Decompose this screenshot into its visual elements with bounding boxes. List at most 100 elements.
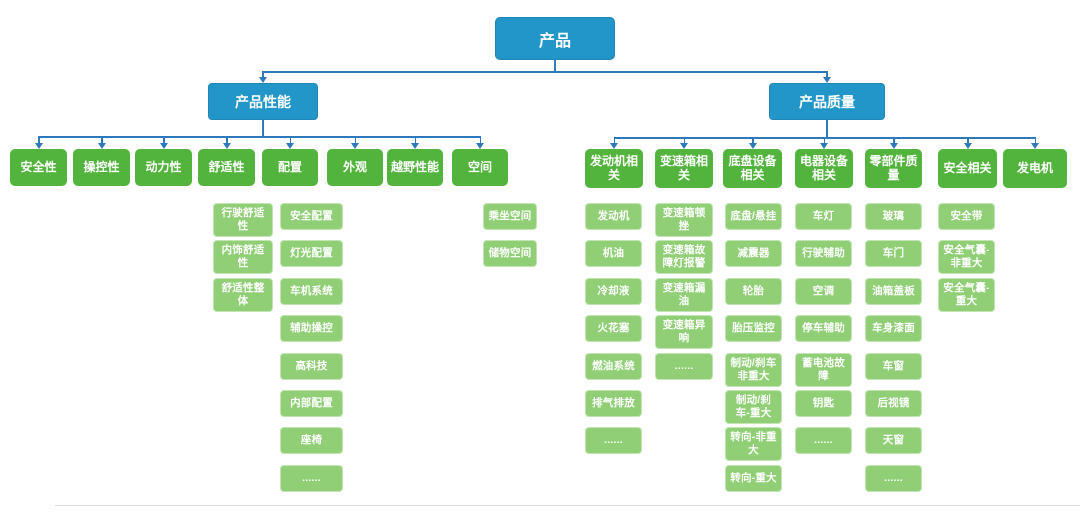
subcategory-node: 乘坐空间 [483,203,537,230]
subcategory-node: 安全带 [938,203,995,230]
arrow-down-icon [97,143,106,149]
connector-line [226,136,228,143]
subcategory-node: 发动机 [585,203,642,230]
subcategory-node: 安全气囊-非重大 [938,240,995,275]
subcategory-node: 胎压监控 [725,315,782,342]
subcategory-node: 天窗 [865,427,922,454]
subcategory-node: 制动/刹车-重大 [725,390,782,425]
subcategory-node: 灯光配置 [280,240,343,267]
subcategory-node: 车窗 [865,353,922,380]
subcategory-node: 车门 [865,240,922,267]
connector-line [893,137,895,143]
connector-line [354,136,356,143]
subcategory-node: 底盘/悬挂 [725,203,782,230]
subcategory-node: ...... [865,465,922,492]
subcategory-node: 内部配置 [280,390,343,417]
category-node: 变速箱相关 [655,149,713,188]
subcategory-node: 转向-非重大 [725,427,782,462]
connector-line [554,60,556,71]
connector-line [289,136,291,143]
arrow-down-icon [34,143,43,149]
subcategory-node: 行驶辅助 [795,240,852,267]
arrow-down-icon [963,143,972,149]
arrow-down-icon [823,77,831,83]
subcategory-node: ...... [280,465,343,492]
footer-divider [55,505,1080,506]
subcategory-node: 车身漆面 [865,315,922,342]
connector-line [1034,137,1036,143]
branch-node: 产品质量 [769,83,885,120]
subcategory-node: ...... [795,427,852,454]
subcategory-node: 座椅 [280,427,343,454]
arrow-down-icon [411,143,419,149]
connector-line [826,71,828,77]
subcategory-node: 玻璃 [865,203,922,230]
connector-line [967,137,969,143]
subcategory-node: 内饰舒适性 [213,240,273,275]
subcategory-node: 空调 [795,278,852,305]
branch-node: 产品性能 [208,83,318,120]
subcategory-node: 燃油系统 [585,353,642,380]
category-node: 配置 [262,149,318,186]
arrow-down-icon [351,143,359,149]
connector-line [262,71,264,77]
subcategory-node: 舒适性整体 [213,278,273,313]
subcategory-node: 后视镜 [865,390,922,417]
subcategory-node: 轮胎 [725,278,782,305]
connector-line [38,136,40,143]
subcategory-node: ...... [655,353,713,380]
category-node: 外观 [327,149,383,186]
arrow-down-icon [476,143,484,149]
arrow-down-icon [610,143,618,149]
category-node: 安全相关 [938,149,997,188]
arrow-down-icon [820,143,828,149]
subcategory-node: 辅助操控 [280,315,343,342]
connector-line [826,120,828,137]
category-node: 操控性 [73,149,130,186]
subcategory-node: 油箱盖板 [865,278,922,305]
subcategory-node: 高科技 [280,353,343,380]
subcategory-node: 转向-重大 [725,465,782,492]
connector-line [479,136,481,143]
connector-line [163,136,165,143]
subcategory-node: 减震器 [725,240,782,267]
subcategory-node: 变速箱漏油 [655,278,713,313]
connector-line [263,71,827,73]
connector-line [38,136,480,138]
arrow-down-icon [889,143,898,149]
subcategory-node: 安全配置 [280,203,343,230]
category-node: 发动机相关 [585,149,643,188]
subcategory-node: 行驶舒适性 [213,203,273,238]
arrow-down-icon [159,143,168,149]
connector-line [613,137,615,143]
subcategory-node: 冷却液 [585,278,642,305]
connector-line [823,137,825,143]
subcategory-node: 排气排放 [585,390,642,417]
subcategory-node: 机油 [585,240,642,267]
connector-line [262,120,264,136]
arrow-down-icon [680,143,688,149]
subcategory-node: 钥匙 [795,390,852,417]
category-node: 动力性 [135,149,192,186]
connector-line [101,136,103,143]
connector-line [683,137,685,143]
category-node: 越野性能 [387,149,443,186]
root-node: 产品 [495,17,615,60]
arrow-down-icon [259,77,267,83]
category-node: 底盘设备相关 [723,149,782,188]
category-node: 发电机 [1003,149,1067,188]
subcategory-node: 储物空间 [483,240,537,267]
arrow-down-icon [1031,143,1039,149]
arrow-down-icon [286,143,294,149]
category-node: 空间 [452,149,508,186]
subcategory-node: 变速箱顿挫 [655,203,713,238]
category-node: 安全性 [10,149,67,186]
category-node: 零部件质量 [865,149,922,188]
subcategory-node: 制动/刹车非重大 [725,353,782,388]
subcategory-node: 蓄电池故障 [795,353,852,388]
subcategory-node: 停车辅助 [795,315,852,342]
arrow-down-icon [222,143,231,149]
category-node: 舒适性 [198,149,255,186]
subcategory-node: 安全气囊-重大 [938,278,995,313]
